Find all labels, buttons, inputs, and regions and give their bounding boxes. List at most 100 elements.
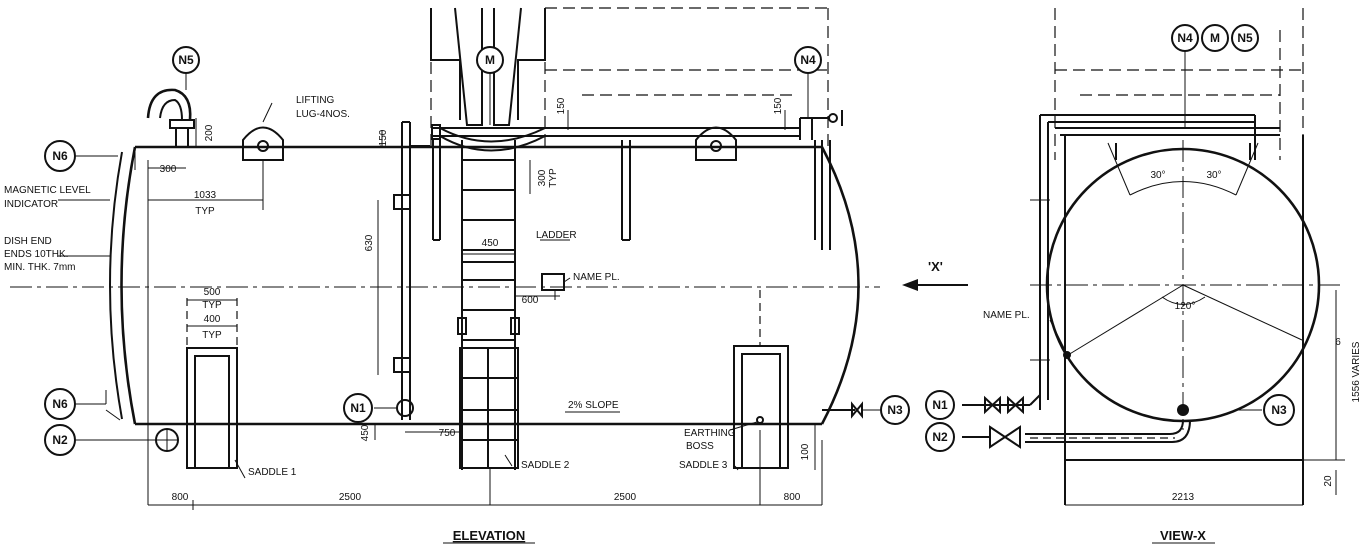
ladder bbox=[457, 140, 520, 470]
svg-text:450: 450 bbox=[482, 238, 499, 249]
svg-text:30°: 30° bbox=[1206, 170, 1221, 181]
lifting-lug-left bbox=[242, 126, 284, 161]
labels: MAGNETIC LEVEL INDICATOR DISH END ENDS 1… bbox=[4, 95, 1362, 478]
pipe-supports bbox=[432, 140, 823, 241]
svg-text:N2: N2 bbox=[932, 430, 948, 444]
svg-text:600: 600 bbox=[522, 295, 539, 306]
view-x-n3-dot bbox=[1177, 404, 1189, 416]
svg-text:2500: 2500 bbox=[614, 492, 637, 503]
dimension-lines bbox=[58, 102, 823, 510]
svg-text:100: 100 bbox=[800, 443, 811, 460]
svg-text:400: 400 bbox=[204, 314, 221, 325]
viewx-n3-bubble: N3 bbox=[1263, 394, 1295, 426]
svg-text:TYP: TYP bbox=[548, 168, 559, 188]
view-x bbox=[962, 8, 1345, 506]
svg-text:N4: N4 bbox=[800, 53, 816, 67]
svg-text:30°: 30° bbox=[1150, 170, 1165, 181]
svg-text:750: 750 bbox=[439, 428, 456, 439]
svg-text:N3: N3 bbox=[887, 403, 903, 417]
saddle-3-label: SADDLE 3 bbox=[679, 460, 728, 471]
svg-text:N5: N5 bbox=[1237, 31, 1253, 45]
elevation-title: ELEVATION bbox=[453, 528, 525, 543]
saddle-3 bbox=[733, 345, 789, 469]
lifting-lug-right bbox=[695, 126, 737, 161]
n5-vent bbox=[146, 88, 195, 147]
dish-end-label: DISH END bbox=[4, 236, 52, 247]
nozzle-n4-bubble: N4 bbox=[794, 46, 822, 74]
view-x-arrow bbox=[902, 279, 968, 291]
svg-text:150: 150 bbox=[378, 129, 389, 146]
view-x-n1-valve bbox=[962, 394, 1041, 415]
name-plate bbox=[541, 273, 565, 291]
svg-text:450: 450 bbox=[360, 424, 371, 441]
angle-lines bbox=[1067, 142, 1303, 356]
svg-text:N1: N1 bbox=[932, 398, 948, 412]
svg-text:800: 800 bbox=[784, 492, 801, 503]
svg-text:N3: N3 bbox=[1271, 403, 1287, 417]
svg-text:N5: N5 bbox=[178, 53, 194, 67]
saddle-1 bbox=[186, 347, 238, 469]
svg-text:120°: 120° bbox=[1175, 301, 1196, 312]
view-x-name-plate-label: NAME PL. bbox=[983, 310, 1030, 321]
svg-text:150: 150 bbox=[556, 97, 567, 114]
view-arrow-label: 'X' bbox=[928, 259, 943, 274]
nozzle-n3-bubble: N3 bbox=[880, 395, 910, 425]
lifting-label: LIFTING bbox=[296, 95, 335, 106]
viewx-n2-bubble: N2 bbox=[925, 422, 955, 452]
name-plate-label: NAME PL. bbox=[573, 272, 620, 283]
nozzle-n2-bubble: N2 bbox=[44, 424, 76, 456]
earthing-boss bbox=[756, 416, 764, 424]
slope-label: 2% SLOPE bbox=[568, 400, 619, 411]
svg-text:800: 800 bbox=[172, 492, 189, 503]
svg-text:1033: 1033 bbox=[194, 190, 217, 201]
svg-text:150: 150 bbox=[773, 97, 784, 114]
saddle-2-label: SADDLE 2 bbox=[521, 460, 570, 471]
svg-text:200: 200 bbox=[204, 124, 215, 141]
svg-text:6: 6 bbox=[1335, 337, 1341, 348]
svg-text:500: 500 bbox=[204, 287, 221, 298]
walkway-pipe bbox=[431, 110, 843, 250]
n3-valve bbox=[822, 401, 863, 419]
dimension-texts: 200 300 1033 TYP 500 TYP 400 TYP 150 150… bbox=[160, 97, 1342, 503]
svg-text:630: 630 bbox=[364, 234, 375, 251]
svg-text:M: M bbox=[1210, 31, 1220, 45]
magnetic-level-label-2: INDICATOR bbox=[4, 199, 58, 210]
earthing-label-2: BOSS bbox=[686, 441, 714, 452]
magnetic-level-indicator bbox=[393, 121, 430, 420]
elevation-view bbox=[10, 7, 968, 510]
view-x-n2-valve bbox=[962, 419, 1191, 449]
dish-end-label-3: MIN. THK. 7mm bbox=[4, 262, 75, 273]
magnetic-level-label: MAGNETIC LEVEL bbox=[4, 185, 91, 196]
svg-text:20: 20 bbox=[1323, 475, 1334, 487]
varies-label: 1556 VARIES bbox=[1351, 341, 1362, 402]
nozzle-n6-top-bubble: N6 bbox=[44, 140, 76, 172]
svg-text:TYP: TYP bbox=[202, 300, 222, 311]
view-x-dimensions bbox=[1049, 290, 1345, 506]
nozzle-n5-bubble: N5 bbox=[172, 46, 200, 74]
svg-text:TYP: TYP bbox=[202, 330, 222, 341]
view-x-structure bbox=[1030, 8, 1304, 505]
nozzle-n1-bubble: N1 bbox=[343, 393, 373, 423]
svg-text:N6: N6 bbox=[52, 149, 68, 163]
svg-text:N4: N4 bbox=[1177, 31, 1193, 45]
dish-end-label-2: ENDS 10THK. bbox=[4, 249, 68, 260]
svg-text:2213: 2213 bbox=[1172, 492, 1195, 503]
earthing-label: EARTHING bbox=[684, 428, 736, 439]
n2-flange bbox=[155, 428, 179, 452]
svg-text:2500: 2500 bbox=[339, 492, 362, 503]
svg-text:N2: N2 bbox=[52, 433, 68, 447]
svg-text:N6: N6 bbox=[52, 397, 68, 411]
saddle-1-label: SADDLE 1 bbox=[248, 467, 297, 478]
svg-text:M: M bbox=[485, 53, 495, 67]
saddle-2 bbox=[459, 347, 519, 469]
view-x-title: VIEW-X bbox=[1160, 528, 1206, 543]
svg-text:N1: N1 bbox=[350, 401, 366, 415]
svg-text:300: 300 bbox=[537, 169, 548, 186]
ladder-label: LADDER bbox=[536, 230, 577, 241]
nozzle-n6-bottom-bubble: N6 bbox=[44, 388, 76, 420]
lifting-label-2: LUG-4NOS. bbox=[296, 109, 350, 120]
svg-text:300: 300 bbox=[160, 164, 177, 175]
viewx-n1-bubble: N1 bbox=[925, 390, 955, 420]
platform-structure bbox=[430, 7, 829, 150]
